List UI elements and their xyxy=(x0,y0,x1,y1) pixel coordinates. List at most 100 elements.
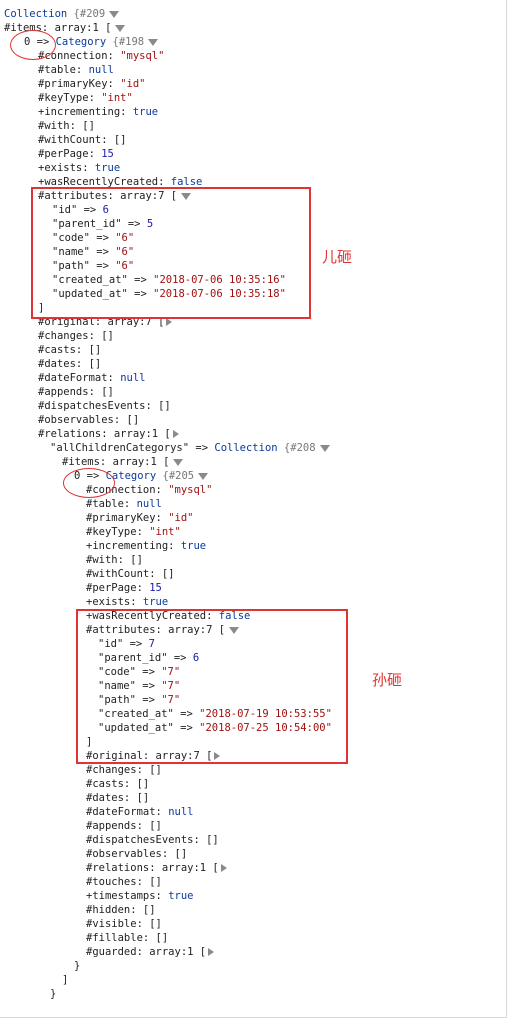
property-line: #primaryKey: "id" xyxy=(38,77,145,91)
item-index-circle-1 xyxy=(10,30,56,60)
property-key: #casts: xyxy=(86,778,137,790)
property-key: "id" => xyxy=(98,638,149,650)
property-value: [] xyxy=(161,568,175,580)
property-key: #with: xyxy=(38,120,83,132)
property-key: #withCount: xyxy=(86,568,162,580)
collapse-triangle-icon[interactable] xyxy=(208,948,215,956)
object-id: {#208 xyxy=(283,442,316,454)
property-line: #original: array:7 [ xyxy=(38,315,174,329)
collapse-triangle-icon[interactable] xyxy=(172,430,179,438)
property-key: #relations: xyxy=(86,862,162,874)
attribute-line: "id" => 7 xyxy=(98,637,155,651)
dump-line: ] xyxy=(62,973,68,987)
expand-triangle-icon[interactable] xyxy=(198,472,209,480)
property-key: +wasRecentlyCreated: xyxy=(86,610,219,622)
property-value: [] xyxy=(88,344,102,356)
property-key: "name" => xyxy=(98,680,162,692)
attribute-line: "updated_at" => "2018-07-06 10:35:18" xyxy=(52,287,286,301)
property-line: #primaryKey: "id" xyxy=(86,511,193,525)
property-value: [] xyxy=(113,134,127,146)
property-value: "id" xyxy=(168,512,194,524)
collapse-triangle-icon[interactable] xyxy=(220,864,227,872)
expand-triangle-icon[interactable] xyxy=(115,24,126,32)
property-line: +wasRecentlyCreated: false xyxy=(38,175,202,189)
property-line: #changes: [] xyxy=(86,763,162,777)
expand-triangle-icon[interactable] xyxy=(229,626,240,634)
collapse-triangle-icon[interactable] xyxy=(166,318,173,326)
property-value: array:7 [ xyxy=(107,316,165,328)
dump-line: ] xyxy=(86,735,92,749)
expand-triangle-icon[interactable] xyxy=(109,10,120,18)
property-value: [] xyxy=(101,330,114,342)
property-line: #table: null xyxy=(86,497,162,511)
property-value: 15 xyxy=(149,582,162,594)
grandchild-attributes-highlight xyxy=(76,609,348,764)
property-key: #observables: xyxy=(38,414,127,426)
bracket-close: ] xyxy=(86,736,93,748)
property-value: true xyxy=(168,890,194,902)
property-key: #primaryKey: xyxy=(38,78,121,90)
property-line: #table: null xyxy=(38,63,114,77)
expand-triangle-icon[interactable] xyxy=(148,38,159,46)
property-key: #dateFormat: xyxy=(86,806,169,818)
collection-header: Collection {#209 xyxy=(4,7,120,21)
property-value: [] xyxy=(155,932,169,944)
property-value: "7" xyxy=(161,666,181,678)
property-line: #touches: [] xyxy=(86,875,162,889)
dump-line: } xyxy=(74,959,80,973)
expand-triangle-icon[interactable] xyxy=(181,192,192,200)
expand-triangle-icon[interactable] xyxy=(319,444,330,452)
property-line: #casts: [] xyxy=(86,777,149,791)
property-key: #dates: xyxy=(86,792,137,804)
attributes-header: #attributes: array:7 [ xyxy=(86,623,240,637)
property-line: #appends: [] xyxy=(38,385,114,399)
property-key: "path" => xyxy=(52,260,116,272)
property-line: #dispatchesEvents: [] xyxy=(86,833,219,847)
attribute-line: "code" => "6" xyxy=(52,231,134,245)
property-value: "int" xyxy=(149,526,181,538)
grandchild-annotation: 孙砸 xyxy=(372,671,403,689)
property-key: #connection: xyxy=(38,50,121,62)
dump-line: } xyxy=(50,987,56,1001)
property-key: "parent_id" => xyxy=(52,218,147,230)
property-value: [] xyxy=(88,358,102,370)
property-value: "2018-07-25 10:54:00" xyxy=(199,722,332,734)
property-key: #observables: xyxy=(86,848,175,860)
property-value: [] xyxy=(136,792,150,804)
property-value: "2018-07-19 10:53:55" xyxy=(199,708,332,720)
property-line: #dates: [] xyxy=(86,791,149,805)
property-key: #dispatchesEvents: xyxy=(38,400,159,412)
object-id: {#209 xyxy=(73,8,106,20)
property-value: "7" xyxy=(161,694,181,706)
property-value: "2018-07-06 10:35:16" xyxy=(153,274,286,286)
property-key: "path" => xyxy=(98,694,162,706)
relation-key: "allChildrenCategorys" => xyxy=(50,442,215,454)
child-annotation: 儿砸 xyxy=(322,248,353,266)
property-line: +exists: true xyxy=(86,595,168,609)
property-line: #fillable: [] xyxy=(86,931,168,945)
property-value: "id" xyxy=(120,78,146,90)
property-line: #observables: [] xyxy=(86,847,187,861)
property-value: [] xyxy=(149,820,162,832)
property-key: #visible: xyxy=(86,918,150,930)
attributes-label: #attributes: array:7 [ xyxy=(38,190,178,202)
property-key: #table: xyxy=(38,64,89,76)
property-line: #keyType: "int" xyxy=(38,91,133,105)
property-value: array:1 [ xyxy=(113,428,171,440)
bracket-close: ] xyxy=(62,974,69,986)
attributes-header: #attributes: array:7 [ xyxy=(38,189,192,203)
expand-triangle-icon[interactable] xyxy=(173,458,184,466)
property-key: +incrementing: xyxy=(38,106,133,118)
object-id: {#205 xyxy=(162,470,195,482)
property-line: #connection: "mysql" xyxy=(38,49,164,63)
property-line: #with: [] xyxy=(86,553,143,567)
property-value: 7 xyxy=(148,638,155,650)
property-key: #changes: xyxy=(86,764,150,776)
dump-line: ] xyxy=(38,301,44,315)
property-key: #casts: xyxy=(38,344,89,356)
property-value: true xyxy=(94,162,121,174)
property-key: #keyType: xyxy=(86,526,150,538)
property-value: false xyxy=(218,610,251,622)
collapse-triangle-icon[interactable] xyxy=(214,752,221,760)
property-key: #dispatchesEvents: xyxy=(86,834,207,846)
